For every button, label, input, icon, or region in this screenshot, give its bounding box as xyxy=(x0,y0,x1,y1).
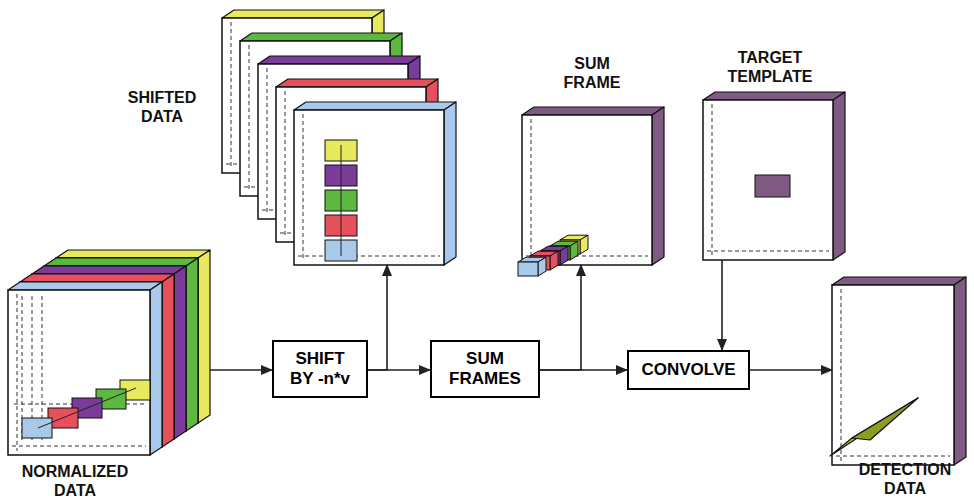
data-frame: SHIFTED DATA xyxy=(222,10,456,265)
track-line xyxy=(38,388,136,428)
process-label: CONVOLVE xyxy=(641,360,735,380)
process-box: SUM FRAMES xyxy=(430,340,540,398)
frame-face xyxy=(8,290,150,455)
flow-arrow xyxy=(721,260,723,350)
frame-side xyxy=(174,266,186,439)
frame-dash xyxy=(712,104,713,256)
block-side xyxy=(550,251,558,270)
frame-dash xyxy=(298,256,440,257)
frame-label: DETECTION DATA xyxy=(849,460,961,498)
frame-top xyxy=(8,282,162,290)
frame-top xyxy=(522,107,664,115)
frame-dash xyxy=(707,251,829,252)
frame-side xyxy=(444,102,456,265)
frame-label: SHIFTED DATA xyxy=(112,88,212,126)
frame-label: NORMALIZED DATA xyxy=(10,462,140,500)
detection-peak xyxy=(830,398,918,456)
frame-dash xyxy=(267,68,268,215)
block-side xyxy=(570,241,578,260)
process-box: SHIFT BY -n*v xyxy=(272,340,368,398)
frame-label: TARGET TEMPLATE xyxy=(718,48,822,86)
frame-side xyxy=(162,274,174,447)
frame-side xyxy=(198,250,210,423)
frame-dash xyxy=(531,119,532,261)
frame-side xyxy=(833,92,845,260)
flow-arrow xyxy=(540,265,581,370)
block-side xyxy=(538,257,546,276)
track-line xyxy=(341,145,342,256)
process-label: SUM FRAMES xyxy=(444,349,526,389)
frame-top xyxy=(56,250,210,258)
frame-top xyxy=(44,258,198,266)
frame-dash xyxy=(17,294,18,451)
frame-top xyxy=(832,277,966,285)
block-side xyxy=(560,246,568,265)
process-box: CONVOLVE xyxy=(627,350,750,390)
frame-top xyxy=(294,102,456,110)
frame-dash xyxy=(841,289,842,461)
frame-face xyxy=(832,285,954,465)
block-face xyxy=(518,262,538,276)
frame-top xyxy=(276,79,438,87)
frame-face xyxy=(703,100,833,260)
frame-dash xyxy=(231,22,232,169)
frame-side xyxy=(150,282,162,455)
frame-side xyxy=(186,258,198,431)
frame-top xyxy=(20,274,174,282)
frame-top xyxy=(222,10,384,18)
frame-top xyxy=(703,92,845,100)
frame-top xyxy=(32,266,186,274)
frame-side xyxy=(652,107,664,265)
frame-dash xyxy=(836,456,950,457)
data-frame: DETECTION DATA xyxy=(832,277,966,465)
track-line xyxy=(38,388,136,428)
process-label: SHIFT BY -n*v xyxy=(285,349,355,389)
frame-top xyxy=(258,56,420,64)
frame-dash xyxy=(12,446,146,447)
data-frame: TARGET TEMPLATE xyxy=(703,92,845,260)
flow-arrow xyxy=(750,369,832,371)
frame-dash xyxy=(285,91,286,238)
flow-arrow xyxy=(368,265,387,370)
detection-peak xyxy=(852,398,918,440)
frame-side xyxy=(954,277,966,465)
frame-top xyxy=(240,33,402,41)
data-frame: SUM FRAME xyxy=(522,107,664,265)
target-block xyxy=(22,418,52,438)
frame-dash xyxy=(303,114,304,261)
data-frame: NORMALIZED DATA xyxy=(8,250,210,455)
block-side xyxy=(580,235,588,254)
frame-face xyxy=(294,110,444,265)
template-block xyxy=(755,175,790,197)
frame-label: SUM FRAME xyxy=(556,54,628,92)
frame-face xyxy=(522,115,652,265)
flow-arrow xyxy=(210,369,272,371)
frame-dash xyxy=(249,45,250,192)
